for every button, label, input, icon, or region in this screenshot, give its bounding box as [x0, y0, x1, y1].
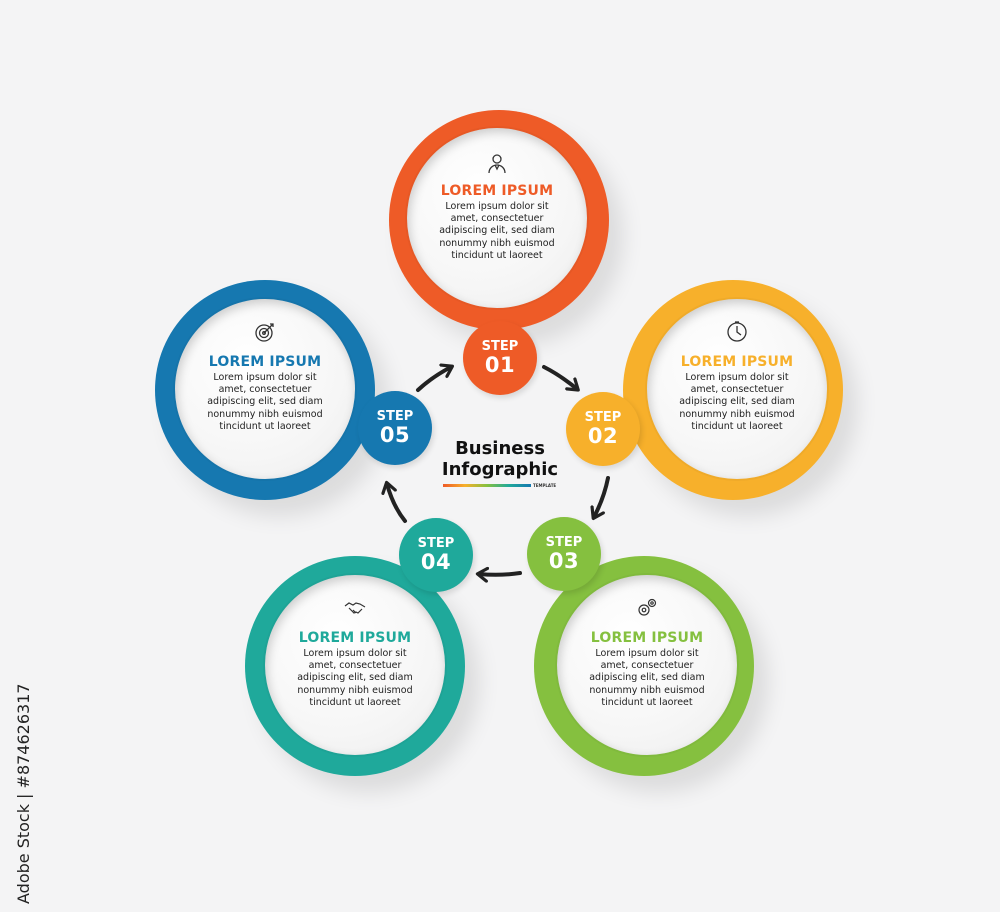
step-02-line-2: amet, consectetuer — [690, 384, 784, 396]
step-01-word: STEP — [481, 339, 519, 354]
person-icon — [488, 154, 506, 174]
step-05-word: STEP — [376, 409, 414, 424]
step-02-badge: STEP 02 — [566, 392, 640, 466]
step-02-line-1: Lorem ipsum dolor sit — [685, 372, 789, 383]
step-01-text: Lorem ipsum dolor sit amet, consectetuer… — [435, 201, 559, 262]
step-01-line-2: amet, consectetuer — [450, 213, 544, 225]
step-04-title: LOREM IPSUM — [298, 630, 412, 646]
step-02-card: LOREM IPSUM Lorem ipsum dolor sit amet, … — [647, 299, 827, 479]
gears-icon — [638, 598, 657, 616]
step-03-line-3: adipiscing elit, sed diam — [589, 672, 705, 684]
step-01-card: LOREM IPSUM Lorem ipsum dolor sit amet, … — [407, 128, 587, 308]
step-01-badge: STEP 01 — [463, 321, 537, 395]
step-01-line-5: tincidunt ut laoreet — [451, 249, 543, 261]
arrow-01-to-02 — [542, 365, 580, 392]
step-02-number: 02 — [587, 424, 619, 448]
step-01-line-3: adipiscing elit, sed diam — [439, 225, 555, 237]
step-05-line-5: tincidunt ut laoreet — [219, 420, 311, 432]
center-rainbow-bar — [443, 484, 531, 487]
step-05-number: 05 — [379, 423, 411, 447]
center-title-line2: Infographic — [441, 459, 559, 480]
step-05-line-2: amet, consectetuer — [218, 384, 312, 396]
step-01-line-4: nonummy nibh euismod — [439, 237, 555, 249]
step-05-line-4: nonummy nibh euismod — [207, 408, 323, 420]
step-03-line-1: Lorem ipsum dolor sit — [595, 648, 699, 659]
step-04-text: Lorem ipsum dolor sit amet, consectetuer… — [293, 648, 417, 709]
step-03-badge: STEP 03 — [527, 517, 601, 591]
step-01-title: LOREM IPSUM — [440, 183, 554, 199]
step-03-line-5: tincidunt ut laoreet — [601, 696, 693, 708]
step-04-badge: STEP 04 — [399, 518, 473, 592]
step-03-text: Lorem ipsum dolor sit amet, consectetuer… — [585, 648, 709, 709]
step-02-text: Lorem ipsum dolor sit amet, consectetuer… — [675, 372, 799, 433]
step-03-word: STEP — [545, 535, 583, 550]
center-title-line1: Business — [455, 438, 545, 459]
step-01-number: 01 — [484, 353, 516, 377]
step-03-line-4: nonummy nibh euismod — [589, 684, 705, 696]
center-subtitle: TEMPLATE — [533, 483, 557, 488]
arrow-05-to-01 — [416, 363, 455, 392]
target-icon — [255, 323, 274, 342]
step-02-line-4: nonummy nibh euismod — [679, 408, 795, 420]
step-03-line-2: amet, consectetuer — [600, 660, 694, 672]
arrow-02-to-03 — [590, 476, 610, 521]
step-05-card: LOREM IPSUM Lorem ipsum dolor sit amet, … — [175, 299, 355, 479]
handshake-icon — [344, 602, 366, 614]
step-01-line-1: Lorem ipsum dolor sit — [445, 201, 549, 212]
step-03-card: LOREM IPSUM Lorem ipsum dolor sit amet, … — [557, 575, 737, 755]
arrow-03-to-04 — [475, 566, 522, 583]
arrow-04-to-05 — [381, 480, 407, 523]
side-caption: Adobe Stock | #874626317 — [14, 683, 33, 904]
step-05-title: LOREM IPSUM — [208, 354, 322, 370]
step-04-line-5: tincidunt ut laoreet — [309, 696, 401, 708]
step-05-line-1: Lorem ipsum dolor sit — [213, 372, 317, 383]
step-05-line-3: adipiscing elit, sed diam — [207, 396, 323, 408]
step-02-title: LOREM IPSUM — [680, 354, 794, 370]
step-02-line-5: tincidunt ut laoreet — [691, 420, 783, 432]
step-04-line-4: nonummy nibh euismod — [297, 684, 413, 696]
step-05-text: Lorem ipsum dolor sit amet, consectetuer… — [203, 372, 327, 433]
step-04-line-2: amet, consectetuer — [308, 660, 402, 672]
step-03-number: 03 — [548, 549, 580, 573]
step-04-line-3: adipiscing elit, sed diam — [297, 672, 413, 684]
step-02-word: STEP — [584, 410, 622, 425]
step-05-badge: STEP 05 — [358, 391, 432, 465]
step-04-line-1: Lorem ipsum dolor sit — [303, 648, 407, 659]
step-03-title: LOREM IPSUM — [590, 630, 704, 646]
step-04-word: STEP — [417, 536, 455, 551]
clock-icon — [727, 321, 747, 342]
step-02-line-3: adipiscing elit, sed diam — [679, 396, 795, 408]
step-04-number: 04 — [420, 550, 452, 574]
step-04-card: LOREM IPSUM Lorem ipsum dolor sit amet, … — [265, 575, 445, 755]
